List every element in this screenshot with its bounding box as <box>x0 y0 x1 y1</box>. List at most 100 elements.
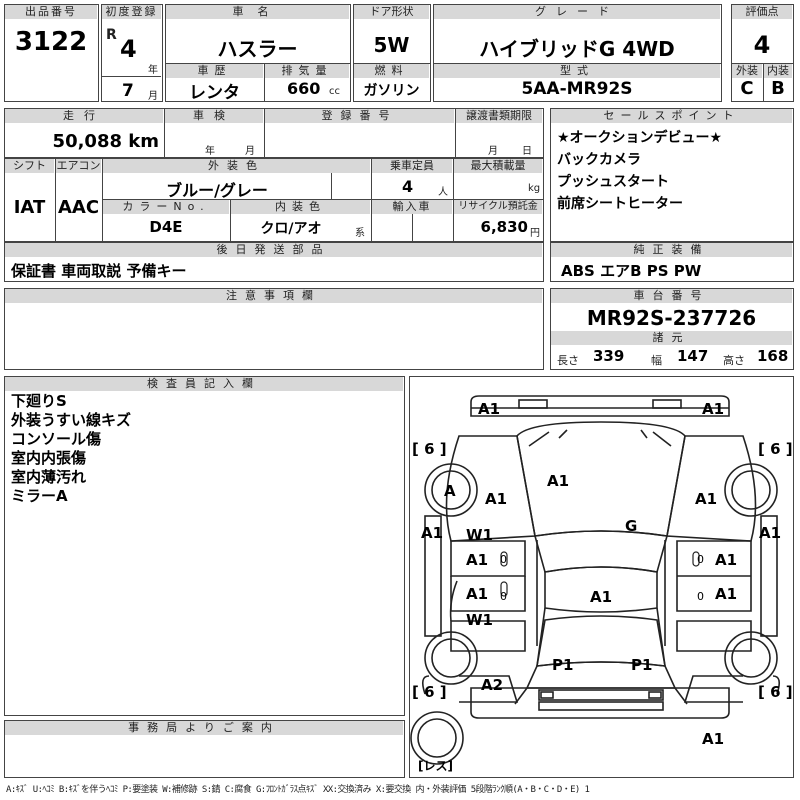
mark-zero: 0 <box>697 590 704 603</box>
import-label: 輸入車 <box>372 200 452 214</box>
door-fr <box>676 540 752 612</box>
score-cell: 評価点 4 <box>731 4 794 64</box>
inspector-note: 室内薄汚れ <box>11 468 87 486</box>
displacement-value: 660 <box>287 79 321 98</box>
mark-door-rl-1: A1 <box>466 585 489 603</box>
rear-hatch <box>525 661 677 689</box>
shift-label: シフト <box>5 159 54 173</box>
sales-point-item: 前席シートヒーター <box>557 196 683 212</box>
interior-value: B <box>771 78 785 99</box>
mark-windshield: G <box>625 517 638 535</box>
door-type: 5W <box>373 33 410 57</box>
capacity-label: 乗車定員 <box>372 159 452 173</box>
grade-label: グレード <box>434 5 720 19</box>
inspector-note: 下廻りS <box>11 392 67 410</box>
capacity-value: 4 <box>402 177 414 196</box>
inspection-month-unit: 月 <box>245 146 255 157</box>
displacement-cell: 排気量 660 cc <box>264 63 351 102</box>
exterior-cell: 外装 C <box>731 63 764 102</box>
fuel-label: 燃料 <box>354 64 429 78</box>
mark-quarter-left: A2 <box>481 676 504 694</box>
tire-front-right: [ 6 ] <box>758 440 793 458</box>
rear-bumper <box>470 687 730 719</box>
width-label: 幅 <box>651 354 662 367</box>
notes-label: 注意事項欄 <box>5 289 542 303</box>
mark-mirror-left: A <box>444 482 456 500</box>
mark-zero: 0 <box>500 553 507 566</box>
kei-unit: 系 <box>355 228 365 239</box>
windshield <box>533 530 669 573</box>
max-load-label: 最大積載量 <box>454 159 542 173</box>
transfer-due-label: 譲渡書類期限 <box>456 109 542 123</box>
transfer-day-unit: 日 <box>522 146 532 157</box>
chassis-label: 車台番号 <box>551 289 792 303</box>
mark-tail-left: P1 <box>552 656 574 674</box>
mark-door-fl-1: W1 <box>466 526 493 544</box>
exterior-value: C <box>740 78 754 99</box>
tire-front-left: [ 6 ] <box>412 440 447 458</box>
lot-number: 3122 <box>14 27 88 57</box>
first-registration-cell: 初度登録 R 4 年 7 月 <box>101 4 163 102</box>
inspector-label: 検査員記入欄 <box>5 377 403 391</box>
divider <box>412 214 413 241</box>
month-unit: 月 <box>148 91 158 102</box>
sales-point-box: セールスポイント ★オークションデビュー★ バックカメラ プッシュスタート 前席… <box>550 108 794 242</box>
parts-later-label: 後日発送部品 <box>5 243 542 257</box>
dims-label: 諸元 <box>551 331 792 345</box>
color-number-label: カラーNo. <box>103 200 229 214</box>
model-label: 車名 <box>166 5 349 19</box>
cc-unit: cc <box>329 86 340 97</box>
fuel-cell: 燃料 ガソリン <box>353 63 431 102</box>
model-name: ハスラー <box>217 37 298 61</box>
lot-number-cell: 出品番号 3122 <box>4 4 99 102</box>
interior-color-value: クロ/アオ <box>260 221 322 237</box>
tire-rear-left: [ 6 ] <box>412 683 447 701</box>
era-r: R <box>106 27 117 43</box>
mark-side-right: A1 <box>759 524 782 542</box>
grade-cell: グレード ハイブリッドG 4WD <box>433 4 722 64</box>
mark-roof: A1 <box>590 588 613 606</box>
front-bumper <box>470 395 730 417</box>
office-label: 事務局よりご案内 <box>5 721 403 735</box>
genuine-equipment-label: 純正装備 <box>551 243 792 257</box>
color-number-cell: カラーNo. D4E <box>102 199 231 242</box>
length-value: 339 <box>593 347 625 365</box>
mileage-cell: 走行 50,088 km <box>4 108 165 158</box>
chassis-cell: 車台番号 MR92S-237726 諸元 長さ 339 幅 147 高さ 168 <box>550 288 794 370</box>
exterior-color-cell: 外装色 ブルー/グレー <box>102 158 372 200</box>
door-cell: ドア形状 5W <box>353 4 431 64</box>
divider <box>331 173 332 199</box>
chassis-number: MR92S-237726 <box>586 306 757 330</box>
recycle-label: リサイクル預託金 <box>454 200 542 214</box>
displacement-label: 排気量 <box>265 64 349 78</box>
transfer-month-unit: 月 <box>488 146 498 157</box>
parts-later-cell: 後日発送部品 保証書 車両取説 予備キー <box>4 242 544 282</box>
mark-front-bumper-right: A1 <box>702 400 725 418</box>
genuine-equipment-value: ABS エアB PS PW <box>561 262 702 280</box>
wheel-fl <box>424 463 478 517</box>
lot-number-label: 出品番号 <box>5 5 97 19</box>
import-cell: 輸入車 <box>371 199 454 242</box>
year-unit: 年 <box>148 65 158 76</box>
registration-year: 4 <box>120 35 137 63</box>
mark-door-rl-2: W1 <box>466 611 493 629</box>
capacity-cell: 乗車定員 4 人 <box>371 158 454 200</box>
door-rr <box>676 620 752 652</box>
grade-value: ハイブリッドG 4WD <box>479 37 675 61</box>
sales-point-item: バックカメラ <box>557 152 641 168</box>
mark-door-fl-2: A1 <box>466 551 489 569</box>
shift-cell: シフト IAT <box>4 158 56 242</box>
recycle-value: 6,830 <box>480 218 528 236</box>
inspector-note: コンソール傷 <box>11 430 102 448</box>
parts-later-value: 保証書 車両取説 予備キー <box>11 262 187 280</box>
model-cell: 車名 ハスラー <box>165 4 351 64</box>
sales-point-item: プッシュスタート <box>557 174 669 190</box>
shift-value: IAT <box>13 197 46 218</box>
interior-color-label: 内装色 <box>231 200 370 214</box>
exterior-color-value: ブルー/グレー <box>166 181 268 200</box>
mark-fender-right: A1 <box>695 490 718 508</box>
color-number-value: D4E <box>149 218 183 236</box>
spare-tire-label: [レス] <box>418 759 453 773</box>
fuel-value: ガソリン <box>363 83 420 99</box>
sales-point-item: ★オークションデビュー★ <box>557 130 723 146</box>
